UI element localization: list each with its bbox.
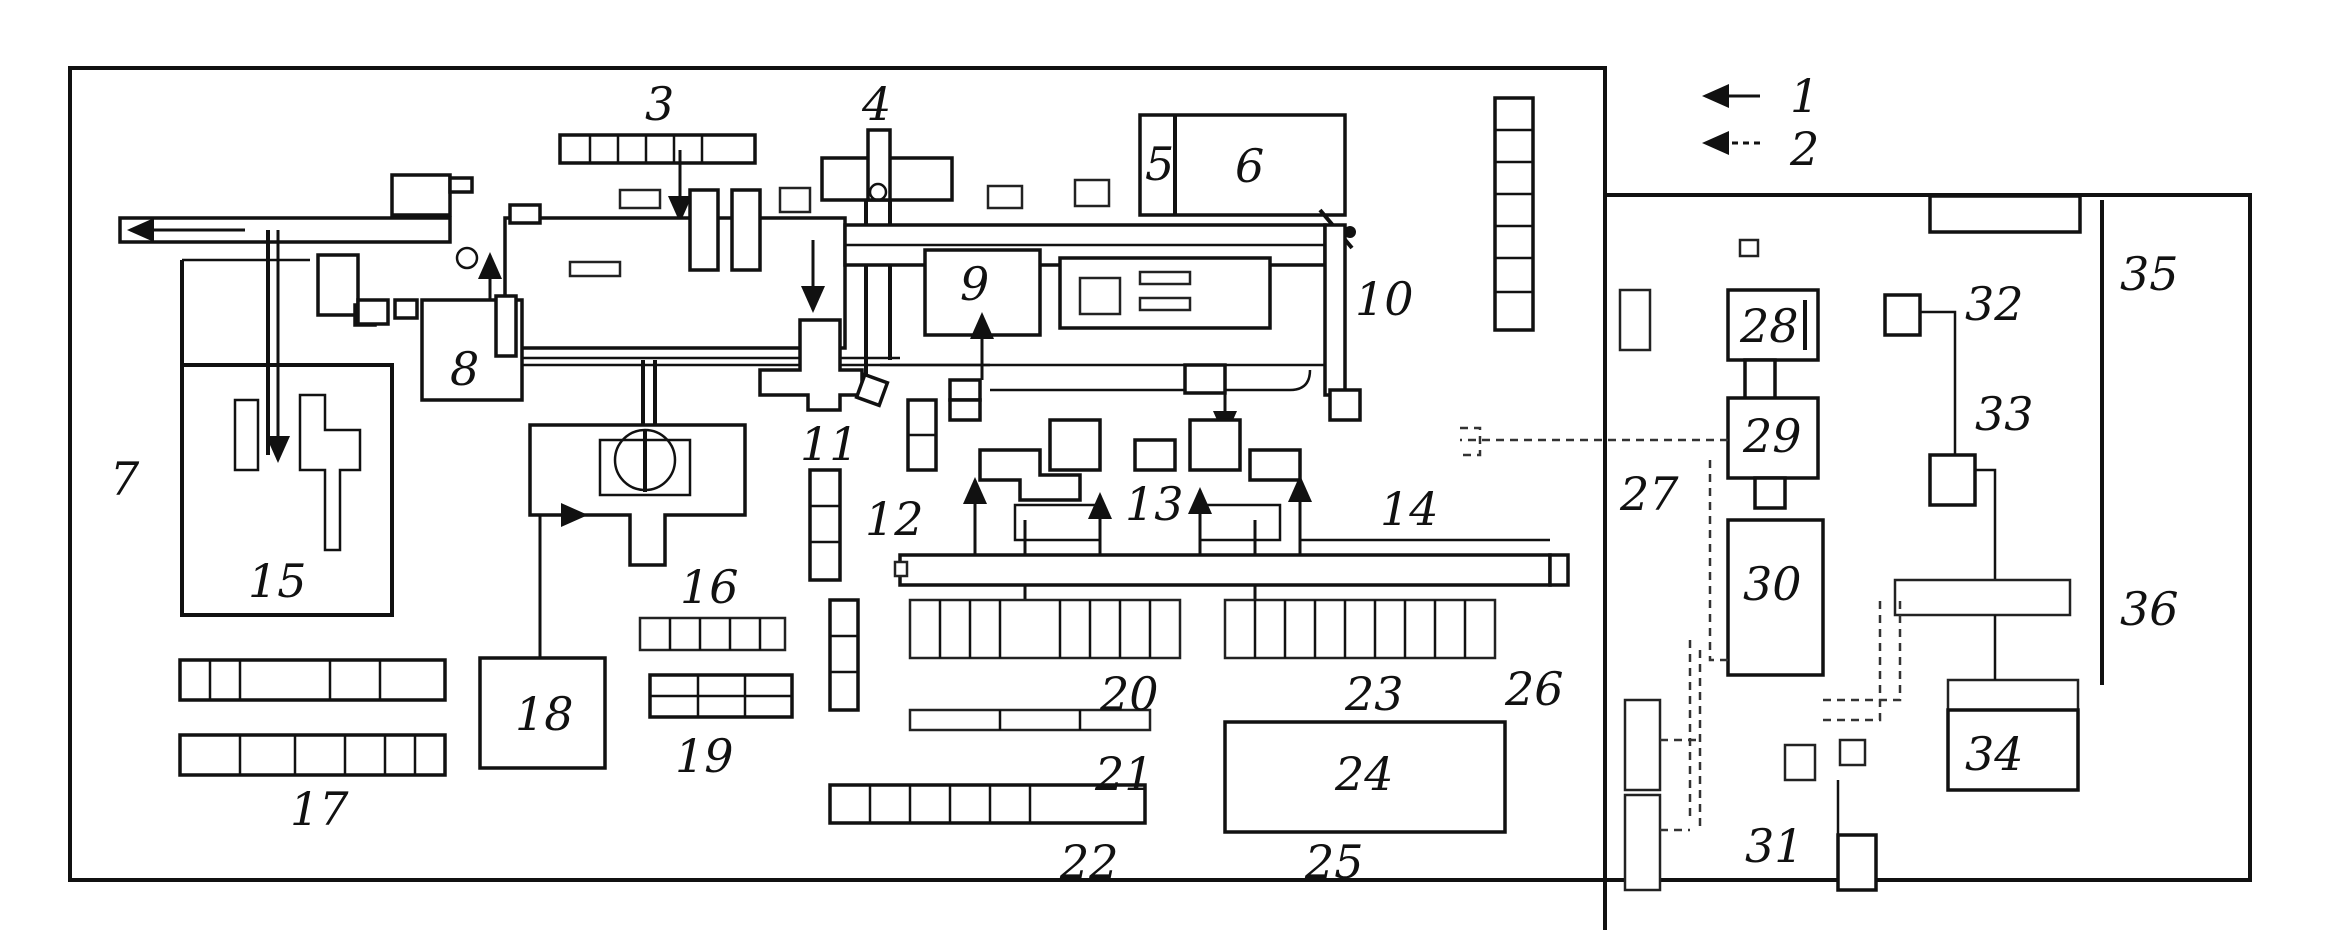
label-12: 12 <box>865 492 924 546</box>
label-27: 27 <box>1619 467 1679 521</box>
label-21: 21 <box>1094 747 1154 801</box>
label-17: 17 <box>290 782 349 836</box>
label-19: 19 <box>675 729 734 783</box>
rack-17 <box>178 658 447 777</box>
rack-16 <box>638 616 787 652</box>
label-24: 24 <box>1334 747 1394 801</box>
unit-8 <box>420 252 524 402</box>
unit-28 <box>1726 288 1820 402</box>
rack-right-vertical <box>1493 96 1535 332</box>
rack-3 <box>558 133 757 223</box>
label-29: 29 <box>1742 409 1802 463</box>
small-equipment-mid <box>356 298 1362 422</box>
label-22: 22 <box>1059 835 1119 889</box>
label-4: 4 <box>861 77 891 131</box>
unit-30 <box>1726 518 1825 677</box>
label-9: 9 <box>960 257 989 311</box>
label-20: 20 <box>1099 667 1159 721</box>
unit-9 <box>923 248 1272 380</box>
label-16: 16 <box>680 560 739 614</box>
unit-34 <box>1893 578 2080 792</box>
annex-wiring <box>1623 460 1902 892</box>
label-34: 34 <box>1965 727 2024 781</box>
rack-22 <box>828 783 1147 825</box>
label-28: 28 <box>1739 299 1799 353</box>
label-7: 7 <box>110 452 140 506</box>
number-labels: 1 2 3 4 5 6 7 8 9 10 11 12 13 14 15 16 1… <box>110 69 2179 889</box>
label-3: 3 <box>645 77 674 131</box>
label-30: 30 <box>1743 557 1802 611</box>
annex-strip-top <box>1618 194 2082 352</box>
label-13: 13 <box>1125 477 1184 531</box>
label-11: 11 <box>800 417 859 471</box>
line-branch-right <box>990 363 1312 438</box>
label-31: 31 <box>1745 819 1804 873</box>
label-1: 1 <box>1790 69 1819 123</box>
label-6: 6 <box>1235 139 1264 193</box>
small-equipment-top <box>618 178 1111 214</box>
area-24 <box>1223 720 1507 834</box>
label-36: 36 <box>2120 582 2179 636</box>
legend <box>1702 84 1760 155</box>
label-26: 26 <box>1504 662 1564 716</box>
press-machine <box>528 360 747 567</box>
rack-12-vertical <box>808 398 938 712</box>
area-15-enclosure <box>180 230 394 617</box>
conveyor-14 <box>893 538 1570 587</box>
label-15: 15 <box>248 554 307 608</box>
unit-11 <box>758 318 990 422</box>
label-10: 10 <box>1355 272 1414 326</box>
rack-20 <box>908 598 1182 660</box>
rack-19 <box>648 673 794 719</box>
area-18 <box>478 503 607 770</box>
label-33: 33 <box>1975 387 2034 441</box>
label-8: 8 <box>450 342 479 396</box>
office-5-6 <box>1138 113 1356 250</box>
unit-29 <box>1460 396 1820 510</box>
label-14: 14 <box>1380 482 1439 536</box>
rack-21 <box>908 708 1152 732</box>
label-5: 5 <box>1145 137 1174 191</box>
unit-32-33 <box>1883 293 1997 580</box>
label-35: 35 <box>2120 247 2179 301</box>
label-25: 25 <box>1304 835 1364 889</box>
annex-building-outline <box>1603 193 2252 930</box>
label-32: 32 <box>1965 277 2024 331</box>
label-18: 18 <box>515 687 574 741</box>
rack-23 <box>1223 598 1497 660</box>
label-2: 2 <box>1789 122 1819 176</box>
label-23: 23 <box>1344 667 1404 721</box>
